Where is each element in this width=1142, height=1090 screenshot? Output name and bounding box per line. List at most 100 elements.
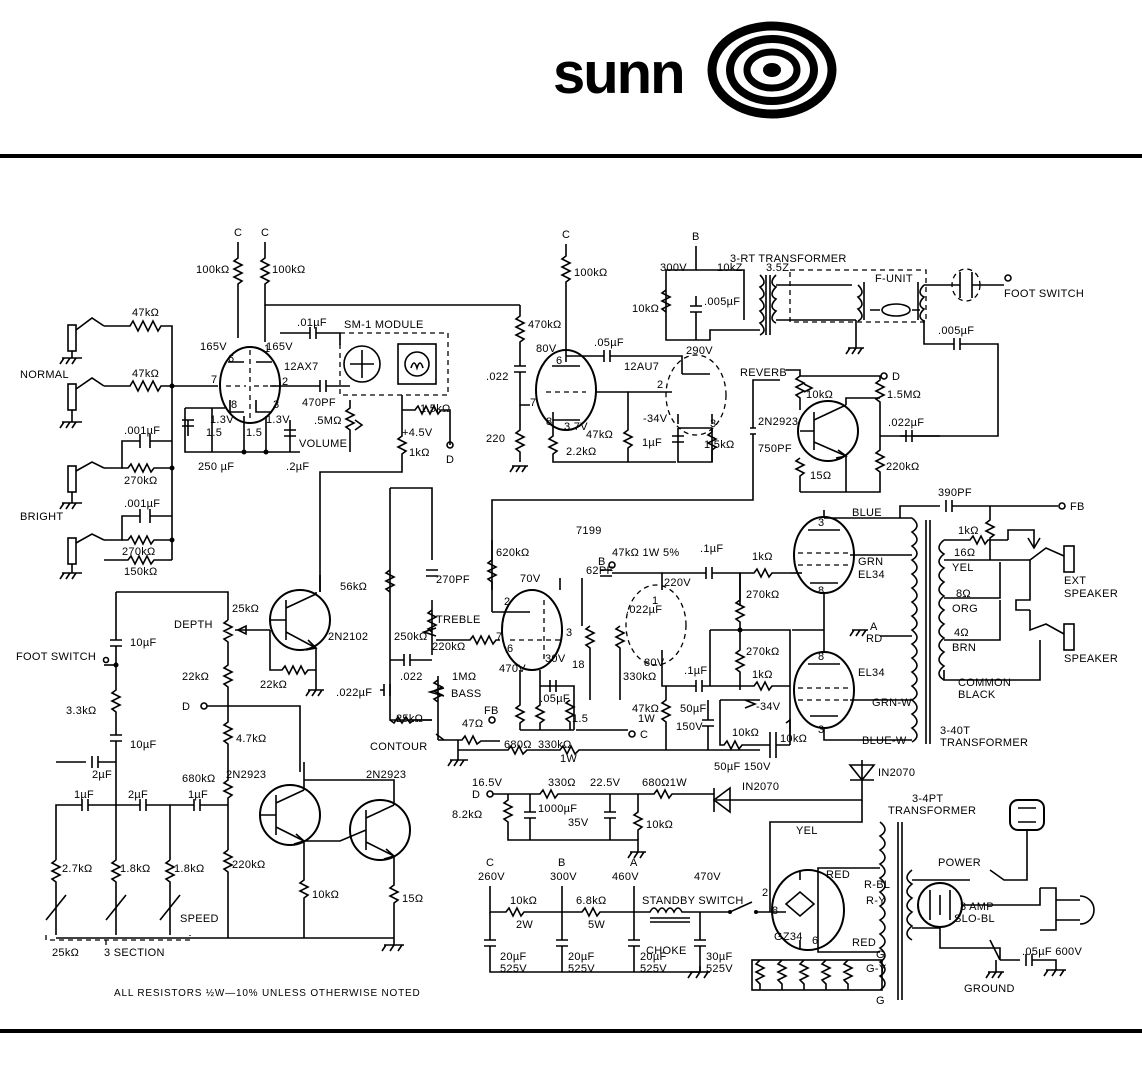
svg-text:100kΩ: 100kΩ [272,264,306,276]
svg-text:B: B [598,556,606,568]
svg-text:6: 6 [812,935,818,947]
svg-text:270kΩ: 270kΩ [746,589,780,601]
svg-text:.005µF: .005µF [938,325,974,337]
svg-text:C: C [640,729,648,741]
svg-text:C: C [486,857,494,869]
svg-text:680kΩ: 680kΩ [182,773,216,785]
svg-text:10kZ: 10kZ [717,262,743,274]
svg-text:2: 2 [657,379,663,391]
footer-note: ALL RESISTORS ½W—10% UNLESS OTHERWISE NO… [114,988,421,999]
svg-text:300V: 300V [550,871,577,883]
svg-text:1.3V: 1.3V [266,414,290,426]
svg-text:BRN: BRN [952,642,976,654]
svg-text:220kΩ: 220kΩ [232,859,266,871]
svg-text:470V: 470V [499,663,526,675]
svg-text:YEL: YEL [952,562,974,574]
svg-text:SLO-BL: SLO-BL [954,913,995,925]
svg-text:2N2923: 2N2923 [366,769,406,781]
svg-text:1.5kΩ: 1.5kΩ [420,403,451,415]
svg-text:1kΩ: 1kΩ [752,551,773,563]
svg-text:8: 8 [231,399,237,411]
svg-text:3.3kΩ: 3.3kΩ [66,705,97,717]
svg-text:B: B [558,857,566,869]
svg-text:.022: .022 [486,371,509,383]
svg-text:D: D [446,454,454,466]
svg-text:460V: 460V [612,871,639,883]
svg-text:COMMON: COMMON [958,677,1011,689]
svg-text:680Ω: 680Ω [504,739,532,751]
svg-text:250kΩ: 250kΩ [394,631,428,643]
svg-text:47kΩ 1W 5%: 47kΩ 1W 5% [612,547,679,559]
svg-text:47Ω: 47Ω [462,718,483,730]
svg-text:50µF: 50µF [680,703,707,715]
svg-text:.01µF: .01µF [297,317,327,329]
svg-text:SPEAKER: SPEAKER [1064,653,1118,665]
label-normal: NORMAL [20,369,69,381]
svg-text:525V: 525V [706,963,733,975]
svg-text:.5MΩ: .5MΩ [314,415,342,427]
svg-text:BLUE: BLUE [852,507,882,519]
svg-text:3-RT TRANSFORMER: 3-RT TRANSFORMER [730,253,847,265]
svg-text:1µF: 1µF [642,437,662,449]
svg-text:470V: 470V [694,871,721,883]
svg-text:8.2kΩ: 8.2kΩ [452,809,483,821]
svg-text:FB: FB [1070,501,1085,513]
svg-text:7: 7 [530,397,536,409]
svg-text:16.5V: 16.5V [472,777,503,789]
svg-text:10kΩ: 10kΩ [312,889,339,901]
svg-text:TRANSFORMER: TRANSFORMER [940,737,1028,749]
svg-text:22kΩ: 22kΩ [182,671,209,683]
svg-text:D: D [182,701,190,713]
svg-text:EXT: EXT [1064,575,1086,587]
svg-text:165V: 165V [266,341,293,353]
svg-text:1.3V: 1.3V [210,414,234,426]
svg-text:1.5: 1.5 [572,713,588,725]
svg-text:+4.5V: +4.5V [402,427,433,439]
svg-text:22.5V: 22.5V [590,777,621,789]
svg-text:3-4PT: 3-4PT [912,793,943,805]
svg-text:.022µF: .022µF [888,417,924,429]
svg-text:SM-1 MODULE: SM-1 MODULE [344,319,424,331]
svg-text:10kΩ: 10kΩ [806,389,833,401]
svg-text:62PF: 62PF [586,565,614,577]
svg-text:.001µF: .001µF [124,425,160,437]
svg-text:7199: 7199 [576,525,602,537]
svg-text:47kΩ: 47kΩ [586,429,613,441]
sunn-rings-icon [707,21,837,119]
svg-text:VOLUME: VOLUME [299,438,347,450]
svg-text:10kΩ: 10kΩ [632,303,659,315]
svg-text:15Ω: 15Ω [402,893,423,905]
svg-text:R-BL: R-BL [864,879,890,891]
svg-text:250 µF: 250 µF [198,461,234,473]
svg-text:3 SECTION: 3 SECTION [104,947,165,959]
svg-text:100kΩ: 100kΩ [574,267,608,279]
reverb-recovery: REVERB 10kΩ 1.5MΩ D 2N2923 .022µF 220kΩ … [491,367,940,590]
svg-text:260V: 260V [478,871,505,883]
svg-text:16Ω: 16Ω [954,547,975,559]
svg-text:2N2102: 2N2102 [328,631,368,643]
svg-text:5W: 5W [588,919,605,931]
svg-text:1kΩ: 1kΩ [409,447,430,459]
svg-text:2µF: 2µF [128,789,148,801]
svg-text:DEPTH: DEPTH [174,619,213,631]
svg-text:30V: 30V [545,653,566,665]
svg-text:GRN: GRN [858,556,883,568]
svg-text:525V: 525V [500,963,527,975]
svg-text:YEL: YEL [796,825,818,837]
svg-text:C: C [261,227,269,239]
svg-text:1kΩ: 1kΩ [752,669,773,681]
svg-text:A: A [630,857,638,869]
svg-text:22kΩ: 22kΩ [260,679,287,691]
svg-text:525V: 525V [568,963,595,975]
svg-text:SPEED: SPEED [180,913,219,925]
svg-text:ORG: ORG [952,603,978,615]
svg-text:.2µF: .2µF [286,461,309,473]
svg-text:1.5kΩ: 1.5kΩ [704,439,735,451]
svg-text:10kΩ: 10kΩ [646,819,673,831]
svg-text:R-Y: R-Y [866,895,886,907]
svg-text:.022µF: .022µF [626,604,662,616]
svg-text:270kΩ: 270kΩ [746,646,780,658]
svg-text:6: 6 [507,643,513,655]
svg-text:.022µF: .022µF [336,687,372,699]
svg-text:.022: .022 [400,671,423,683]
